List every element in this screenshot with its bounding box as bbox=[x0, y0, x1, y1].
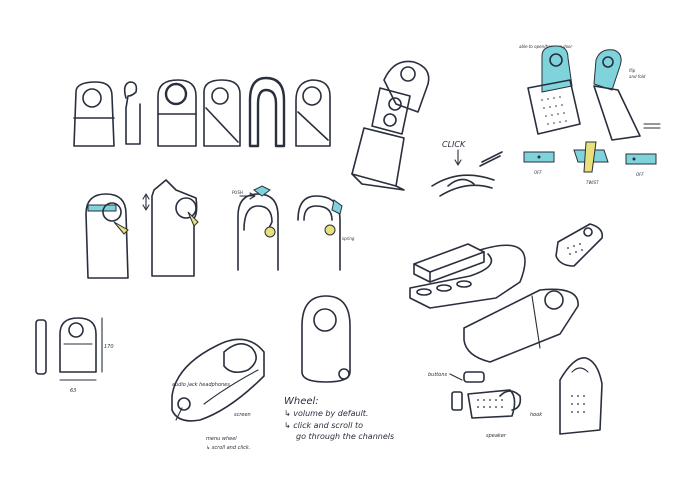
fold-concept-sketch: able to open/hang on door flip and fold … bbox=[519, 44, 661, 185]
screen-label: screen bbox=[234, 412, 251, 418]
menu-wheel-sublabel: ↳ scroll and click. bbox=[206, 445, 250, 451]
wheel-line-1: ↳ volume by default. bbox=[284, 409, 368, 418]
note-fold: and fold bbox=[629, 74, 646, 79]
state-off-right: OFF bbox=[636, 172, 644, 177]
state-twist: TWIST bbox=[586, 180, 599, 185]
note-open-hang: able to open/hang on door bbox=[519, 44, 572, 49]
click-label: CLICK bbox=[442, 140, 466, 149]
wheel-title: Wheel: bbox=[284, 396, 319, 407]
wheel-line-3: go through the channels bbox=[296, 432, 394, 441]
audio-jack-label: audio jack headphones bbox=[172, 382, 230, 388]
menu-wheel-label: menu wheel bbox=[206, 436, 237, 442]
hook-label: hook bbox=[530, 412, 543, 418]
wheel-line-2: ↳ click and scroll to bbox=[284, 421, 363, 430]
exploded-parts-sketch: buttons speaker hook bbox=[428, 357, 603, 439]
click-mechanism-sketch: CLICK bbox=[431, 140, 503, 197]
cross-section-sketches: PUSH spring bbox=[85, 179, 355, 279]
speaker-label: speaker bbox=[486, 433, 507, 439]
speaker-grille-dots bbox=[541, 96, 567, 125]
dimension-width: 63 bbox=[70, 388, 76, 394]
buttons-label: buttons bbox=[428, 372, 447, 378]
pebble-device-sketch: Wheel: ↳ volume by default. ↳ click and … bbox=[284, 295, 394, 441]
note-flip: flip bbox=[629, 68, 636, 73]
upright-device-sketch bbox=[351, 60, 430, 191]
bag-grille-dots bbox=[571, 395, 585, 413]
door-hanger-variants bbox=[73, 76, 331, 148]
three-d-forms bbox=[409, 223, 604, 363]
dimensioned-device: 170 63 bbox=[35, 317, 114, 394]
push-label: PUSH bbox=[232, 190, 243, 195]
wheel-device-sketch: audio jack headphones screen menu wheel … bbox=[171, 338, 265, 451]
dimension-height: 170 bbox=[104, 344, 114, 350]
small-grille-dots bbox=[567, 243, 583, 255]
spring-label: spring bbox=[342, 236, 355, 241]
state-off-left: OFF bbox=[534, 170, 542, 175]
parts-grille-dots bbox=[477, 399, 503, 408]
